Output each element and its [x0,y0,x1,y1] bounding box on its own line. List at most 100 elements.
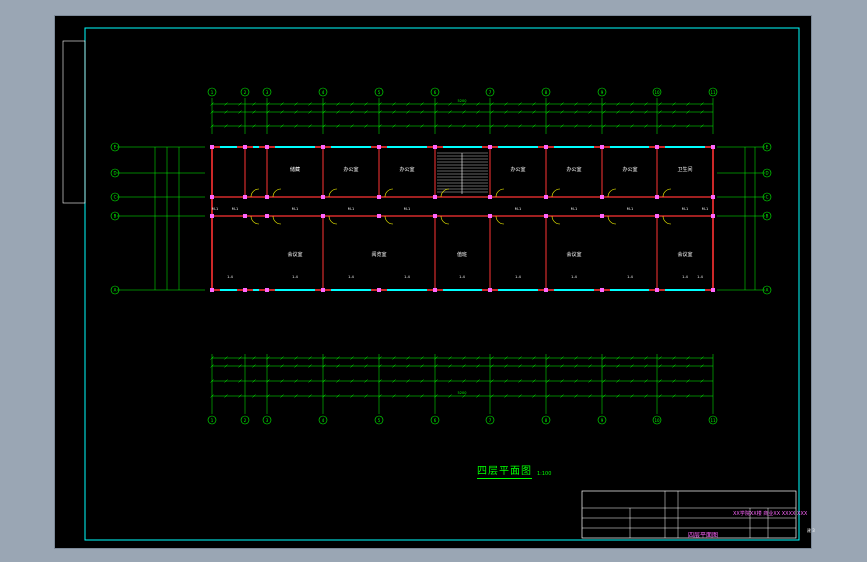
axis-bubble [485,415,495,425]
dimension-tick [280,394,284,398]
dimension-tick [420,102,424,106]
dimension-tick [658,110,662,114]
axis-label: 11 [710,90,716,95]
structural-column [433,145,437,149]
dimension-tick [252,356,256,360]
dimension-tick [280,356,284,360]
dimension-tick [658,356,662,360]
dimension-tick [420,379,424,383]
outer-wall [211,146,714,291]
structural-column [711,145,715,149]
dimension-tick [322,356,326,360]
dimension-tick [392,102,396,106]
dimension-tick [518,124,522,128]
dimension-tick [546,364,550,368]
axis-bubble [318,87,328,97]
dimension-tick [672,364,676,368]
axis-label: 10 [654,418,660,423]
room-area: 1-4 [571,275,577,279]
dimension-tick [406,356,410,360]
dimension-tick [350,110,354,114]
dimension-tick [602,102,606,106]
dimension-tick [588,356,592,360]
dimension-tick [462,379,466,383]
axis-bubble [110,285,120,295]
dimension-tick [630,124,634,128]
structural-column [321,195,325,199]
dimension-tick [616,102,620,106]
axis-label: E [766,145,769,150]
dimension-tick [700,124,704,128]
axis-bubble [430,87,440,97]
stair [437,152,488,194]
door-swing [495,215,505,225]
dimension-tick [616,110,620,114]
structural-column [265,288,269,292]
dimension-tick [630,356,634,360]
dimension-tick [672,394,676,398]
dimension-tick [434,364,438,368]
dimension-tick [392,124,396,128]
dimension-tick [560,110,564,114]
dimension-tick [308,394,312,398]
dimension-tick [602,379,606,383]
axis-label: 4 [322,90,325,95]
dimension-tick [238,394,242,398]
structural-column [488,195,492,199]
door-label: M-1 [292,207,299,211]
room-label: 办公室 [622,166,637,173]
dimension-tick [336,364,340,368]
dimension-tick [546,379,550,383]
dimension-tick [406,124,410,128]
dimension-tick [686,110,690,114]
axis-bubble [541,415,551,425]
dimension-total: 5200 [458,99,467,103]
dimension-tick [448,102,452,106]
dimension-tick [462,124,466,128]
dimension-tick [266,394,270,398]
axis-bubble [652,415,662,425]
axis-bubble [762,142,772,152]
dimension-tick [448,379,452,383]
dimension-tick [644,110,648,114]
axis-label: D [113,171,116,176]
axis-bubble [708,87,718,97]
room-label: 会议室 [677,251,692,258]
dimension-tick [574,379,578,383]
axis-bubble [762,285,772,295]
door-label: M-1 [232,207,239,211]
drawing-scale: 1:100 [537,471,552,477]
dimension-tick [532,110,536,114]
dimension-tick [252,379,256,383]
dimension-tick [574,394,578,398]
dimension-tick [238,124,242,128]
dimension-tick [308,364,312,368]
door-swing [551,188,561,198]
dimension-tick [574,356,578,360]
dimension-tick [336,102,340,106]
room-area: 1-4 [404,275,410,279]
dimension-tick [294,364,298,368]
axis-label: 1 [211,90,214,95]
title-block [581,490,797,539]
dimension-tick [490,394,494,398]
dimension-tick [252,110,256,114]
dimension-tick [602,110,606,114]
dimension-tick [350,364,354,368]
room-label: 会议室 [287,251,302,258]
structural-column [544,288,548,292]
dimension-tick [574,124,578,128]
structural-column [210,195,214,199]
axis-label: 8 [545,418,548,423]
structural-column [243,145,247,149]
dimension-tick [532,356,536,360]
structural-column [321,288,325,292]
axis-label: 4 [322,418,325,423]
dimension-tick [322,394,326,398]
dimension-tick [658,102,662,106]
dimension-tick [322,124,326,128]
dimension-tick [378,356,382,360]
dimension-tick [504,102,508,106]
